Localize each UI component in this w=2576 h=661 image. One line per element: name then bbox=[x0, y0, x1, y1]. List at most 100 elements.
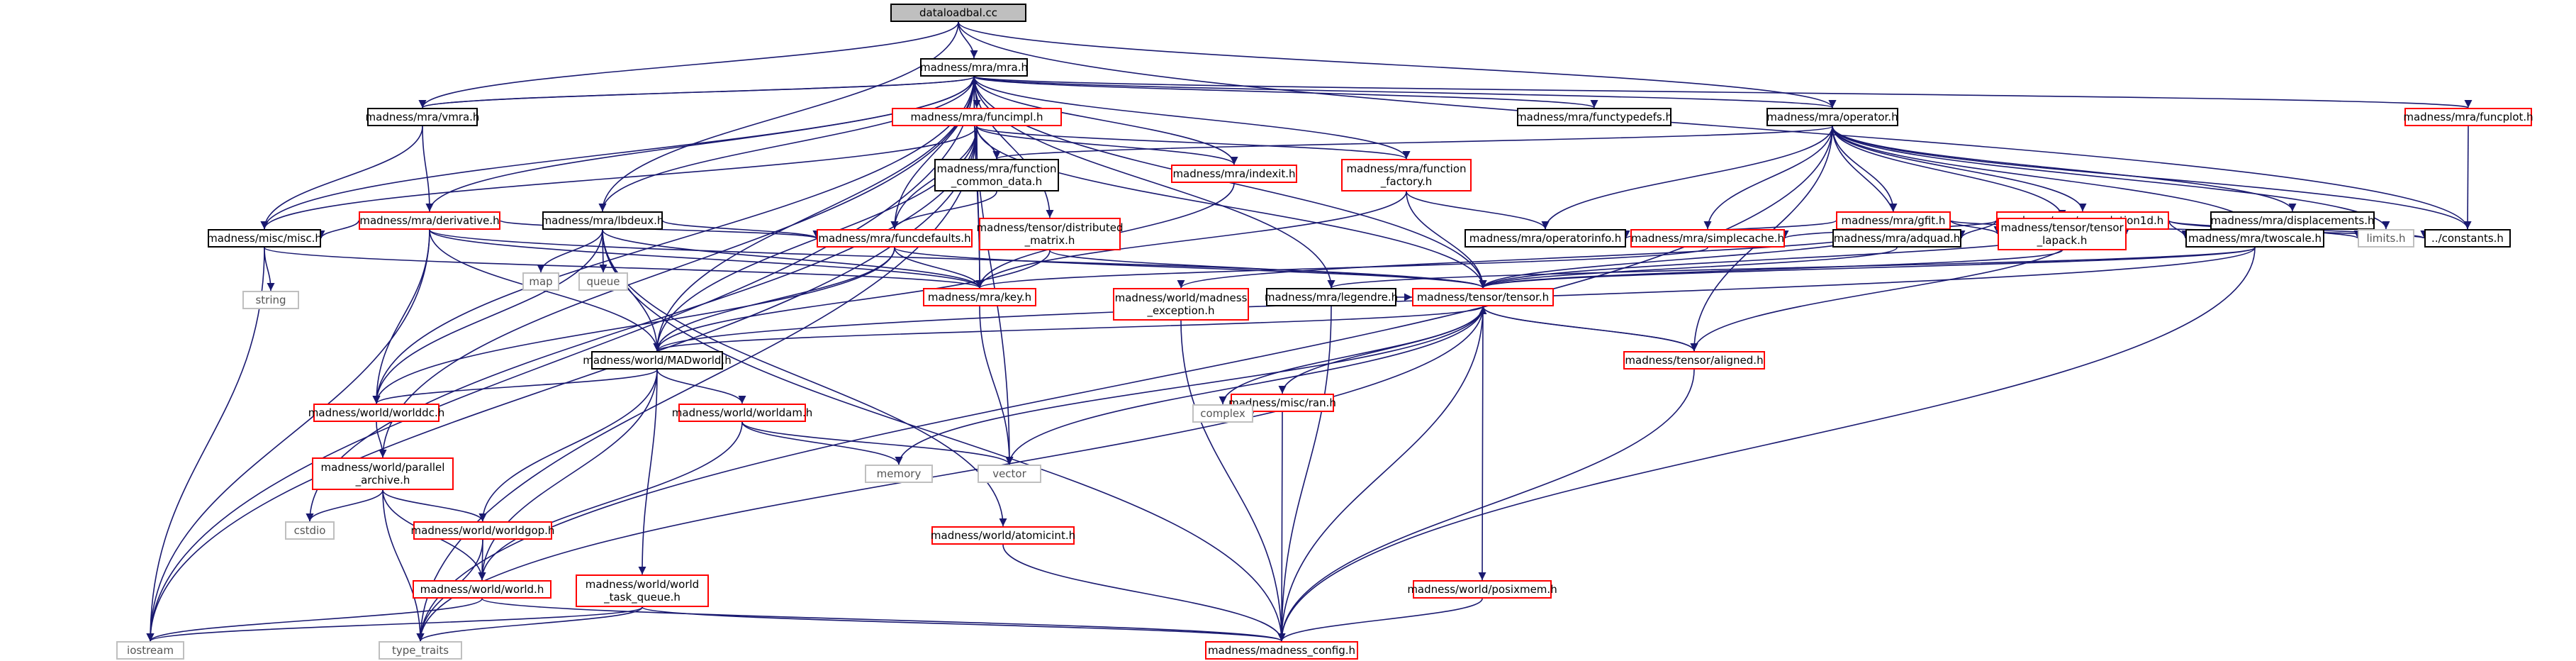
node-tlapack[interactable]: madness/tensor/tensor _lapack.h bbox=[1998, 218, 2127, 250]
edge-funcimpl-to-key bbox=[975, 126, 984, 289]
node-operatorinfo[interactable]: madness/mra/operatorinfo.h bbox=[1465, 229, 1626, 248]
edge-mra-to-operator bbox=[973, 76, 1836, 109]
edge-world-to-mconfig bbox=[481, 598, 1286, 642]
node-worldgop[interactable]: madness/world/worldgop.h bbox=[411, 521, 554, 540]
edge-conv1d-to-twoscale bbox=[2168, 220, 2190, 239]
node-parchive[interactable]: madness/world/parallel _archive.h bbox=[312, 457, 454, 490]
node-mconfig[interactable]: madness/madness_config.h bbox=[1205, 641, 1358, 660]
edge-key-to-vector bbox=[979, 306, 1014, 465]
node-root[interactable]: dataloadbal.cc bbox=[890, 4, 1026, 22]
edge-wtq-to-mconfig bbox=[642, 606, 1286, 642]
node-fcd[interactable]: madness/mra/function _common_data.h bbox=[934, 159, 1059, 191]
node-tensor[interactable]: madness/tensor/tensor.h bbox=[1412, 288, 1554, 306]
node-displacements[interactable]: madness/mra/displacements.h bbox=[2210, 211, 2375, 230]
node-wtq[interactable]: madness/world/world _task_queue.h bbox=[576, 574, 709, 607]
edge-conv1d-to-adquad bbox=[1957, 220, 1997, 239]
node-simplecache[interactable]: madness/mra/simplecache.h bbox=[1630, 229, 1785, 248]
edge-funcdefaults-to-tensor bbox=[894, 247, 1487, 289]
edge-funcimpl-to-typetraits bbox=[416, 126, 978, 642]
edge-operator-to-tlapack bbox=[1832, 126, 2066, 218]
edge-funcimpl-to-tensor bbox=[976, 126, 1487, 289]
edge-lbdeux-to-madworld bbox=[602, 229, 661, 352]
node-worldam[interactable]: madness/world/worldam.h bbox=[672, 404, 812, 422]
edge-funcimpl-to-indexit bbox=[976, 126, 1238, 165]
node-cstdio: cstdio bbox=[285, 521, 335, 540]
edge-distmatrix-to-tensor bbox=[1049, 250, 1487, 289]
edge-mra-to-funcplot bbox=[973, 76, 2472, 109]
edge-tensor-to-madworld bbox=[653, 306, 1484, 352]
node-typetraits: type_traits bbox=[379, 641, 462, 660]
node-misc[interactable]: madness/misc/misc.h bbox=[207, 229, 322, 248]
node-legendre[interactable]: madness/mra/legendre.h bbox=[1265, 288, 1398, 306]
node-madworld[interactable]: madness/world/MADworld.h bbox=[583, 351, 732, 370]
edge-misc-to-key bbox=[264, 247, 984, 289]
edge-root-to-lbdeux bbox=[598, 21, 959, 212]
node-mexception[interactable]: madness/world/madness _exception.h bbox=[1113, 288, 1249, 321]
node-distmatrix[interactable]: madness/tensor/distributed _matrix.h bbox=[977, 218, 1123, 250]
edge-worldam-to-vector bbox=[741, 421, 1014, 465]
edge-vmra-to-derivative bbox=[422, 126, 434, 212]
node-ffactory[interactable]: madness/mra/function _factory.h bbox=[1341, 159, 1472, 191]
node-atomicint[interactable]: madness/world/atomicint.h bbox=[931, 526, 1075, 545]
edge-ffactory-to-operatorinfo bbox=[1406, 191, 1550, 230]
edge-derivative-to-misc bbox=[317, 220, 359, 239]
edge-operator-to-typetraits bbox=[416, 126, 1833, 642]
edge-parchive-to-typetraits bbox=[382, 489, 425, 642]
node-lbdeux[interactable]: madness/mra/lbdeux.h bbox=[542, 211, 663, 230]
node-operator[interactable]: madness/mra/operator.h bbox=[1766, 108, 1898, 126]
edge-conv1d-to-aligned bbox=[1690, 229, 2083, 352]
node-funcdefaults[interactable]: madness/mra/funcdefaults.h bbox=[817, 229, 973, 248]
node-functypedefs[interactable]: madness/mra/functypedefs.h bbox=[1516, 108, 1672, 126]
edge-root-to-constants bbox=[958, 21, 2472, 230]
edge-ffactory-to-tensor bbox=[1406, 191, 1487, 289]
edge-tensor-to-mconfig bbox=[1277, 306, 1484, 642]
edge-mra-to-misc bbox=[260, 76, 975, 230]
edge-parchive-to-worldgop bbox=[382, 489, 487, 522]
node-map: map bbox=[522, 272, 559, 291]
node-posixmem[interactable]: madness/world/posixmem.h bbox=[1407, 580, 1557, 599]
edge-funcdefaults-to-worlddc bbox=[372, 247, 895, 404]
node-aligned[interactable]: madness/tensor/aligned.h bbox=[1623, 351, 1765, 370]
node-world[interactable]: madness/world/world.h bbox=[413, 580, 551, 599]
edge-operator-to-operatorinfo bbox=[1541, 126, 1833, 230]
edge-worldam-to-memory bbox=[741, 421, 903, 465]
node-gfit[interactable]: madness/mra/gfit.h bbox=[1836, 211, 1951, 230]
node-funcplot[interactable]: madness/mra/funcplot.h bbox=[2403, 108, 2533, 126]
node-vmra[interactable]: madness/mra/vmra.h bbox=[366, 108, 479, 126]
edge-distmatrix-to-madworld bbox=[653, 250, 1051, 352]
edge-operator-to-constants bbox=[1832, 126, 2472, 230]
node-adquad[interactable]: madness/mra/adquad.h bbox=[1832, 229, 1961, 248]
edge-lbdeux-to-mconfig bbox=[602, 229, 1286, 642]
node-constants[interactable]: ../constants.h bbox=[2424, 229, 2511, 248]
node-key[interactable]: madness/mra/key.h bbox=[923, 288, 1036, 306]
node-funcimpl[interactable]: madness/mra/funcimpl.h bbox=[892, 108, 1062, 126]
node-worlddc[interactable]: madness/world/worlddc.h bbox=[308, 404, 444, 422]
node-twoscale[interactable]: madness/mra/twoscale.h bbox=[2185, 229, 2324, 248]
edge-mra-to-ffactory bbox=[973, 76, 1411, 160]
edge-operator-to-limits bbox=[1832, 126, 2390, 230]
node-mra[interactable]: madness/mra/mra.h bbox=[920, 58, 1028, 77]
node-derivative[interactable]: madness/mra/derivative.h bbox=[359, 211, 500, 230]
edge-madworld-to-world bbox=[478, 369, 658, 581]
node-iostream: iostream bbox=[116, 641, 184, 660]
node-string: string bbox=[242, 291, 299, 309]
edge-atomicint-to-mconfig bbox=[1002, 544, 1286, 642]
edge-mra-to-distmatrix bbox=[973, 76, 1054, 218]
edge-worldam-to-world bbox=[478, 421, 743, 581]
node-memory: memory bbox=[865, 465, 933, 483]
edge-tensor-to-typetraits bbox=[416, 306, 1484, 642]
edge-mra-to-indexit bbox=[973, 76, 1238, 165]
edge-tensor-to-memory bbox=[895, 306, 1484, 465]
node-complex: complex bbox=[1192, 404, 1253, 423]
edge-aligned-to-mconfig bbox=[1277, 369, 1695, 642]
edge-fcd-to-funcdefaults bbox=[890, 191, 997, 230]
edge-adquad-to-tensor bbox=[1479, 247, 1898, 289]
edge-tensor-to-posixmem bbox=[1478, 306, 1486, 581]
edge-root-to-vmra bbox=[418, 21, 959, 109]
edge-lbdeux-to-funcdefaults bbox=[662, 220, 821, 239]
node-limits: limits.h bbox=[2358, 229, 2414, 248]
edge-misc-to-iostream bbox=[146, 247, 265, 642]
node-indexit[interactable]: madness/mra/indexit.h bbox=[1171, 165, 1297, 183]
